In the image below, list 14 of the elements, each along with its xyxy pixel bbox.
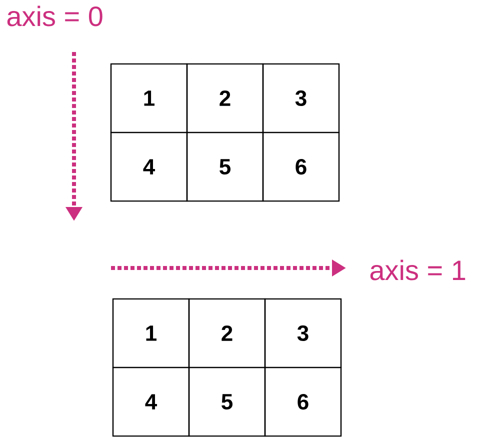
table-cell: 4: [112, 366, 190, 437]
table-cell: 6: [262, 132, 340, 202]
table-cell: 1: [112, 298, 190, 368]
table-cell: 5: [188, 366, 266, 437]
table-cell: 3: [262, 63, 340, 134]
table-cell: 4: [110, 132, 188, 202]
axis-label: axis = 0: [7, 6, 102, 26]
table-cell: 5: [186, 132, 264, 202]
table-cell: 1: [110, 63, 188, 134]
table-cell: 3: [264, 298, 342, 368]
axis-label: axis = 1: [370, 260, 466, 280]
table-cell: 2: [186, 63, 264, 134]
table-cell: 2: [188, 298, 266, 368]
table-cell: 6: [264, 366, 342, 437]
